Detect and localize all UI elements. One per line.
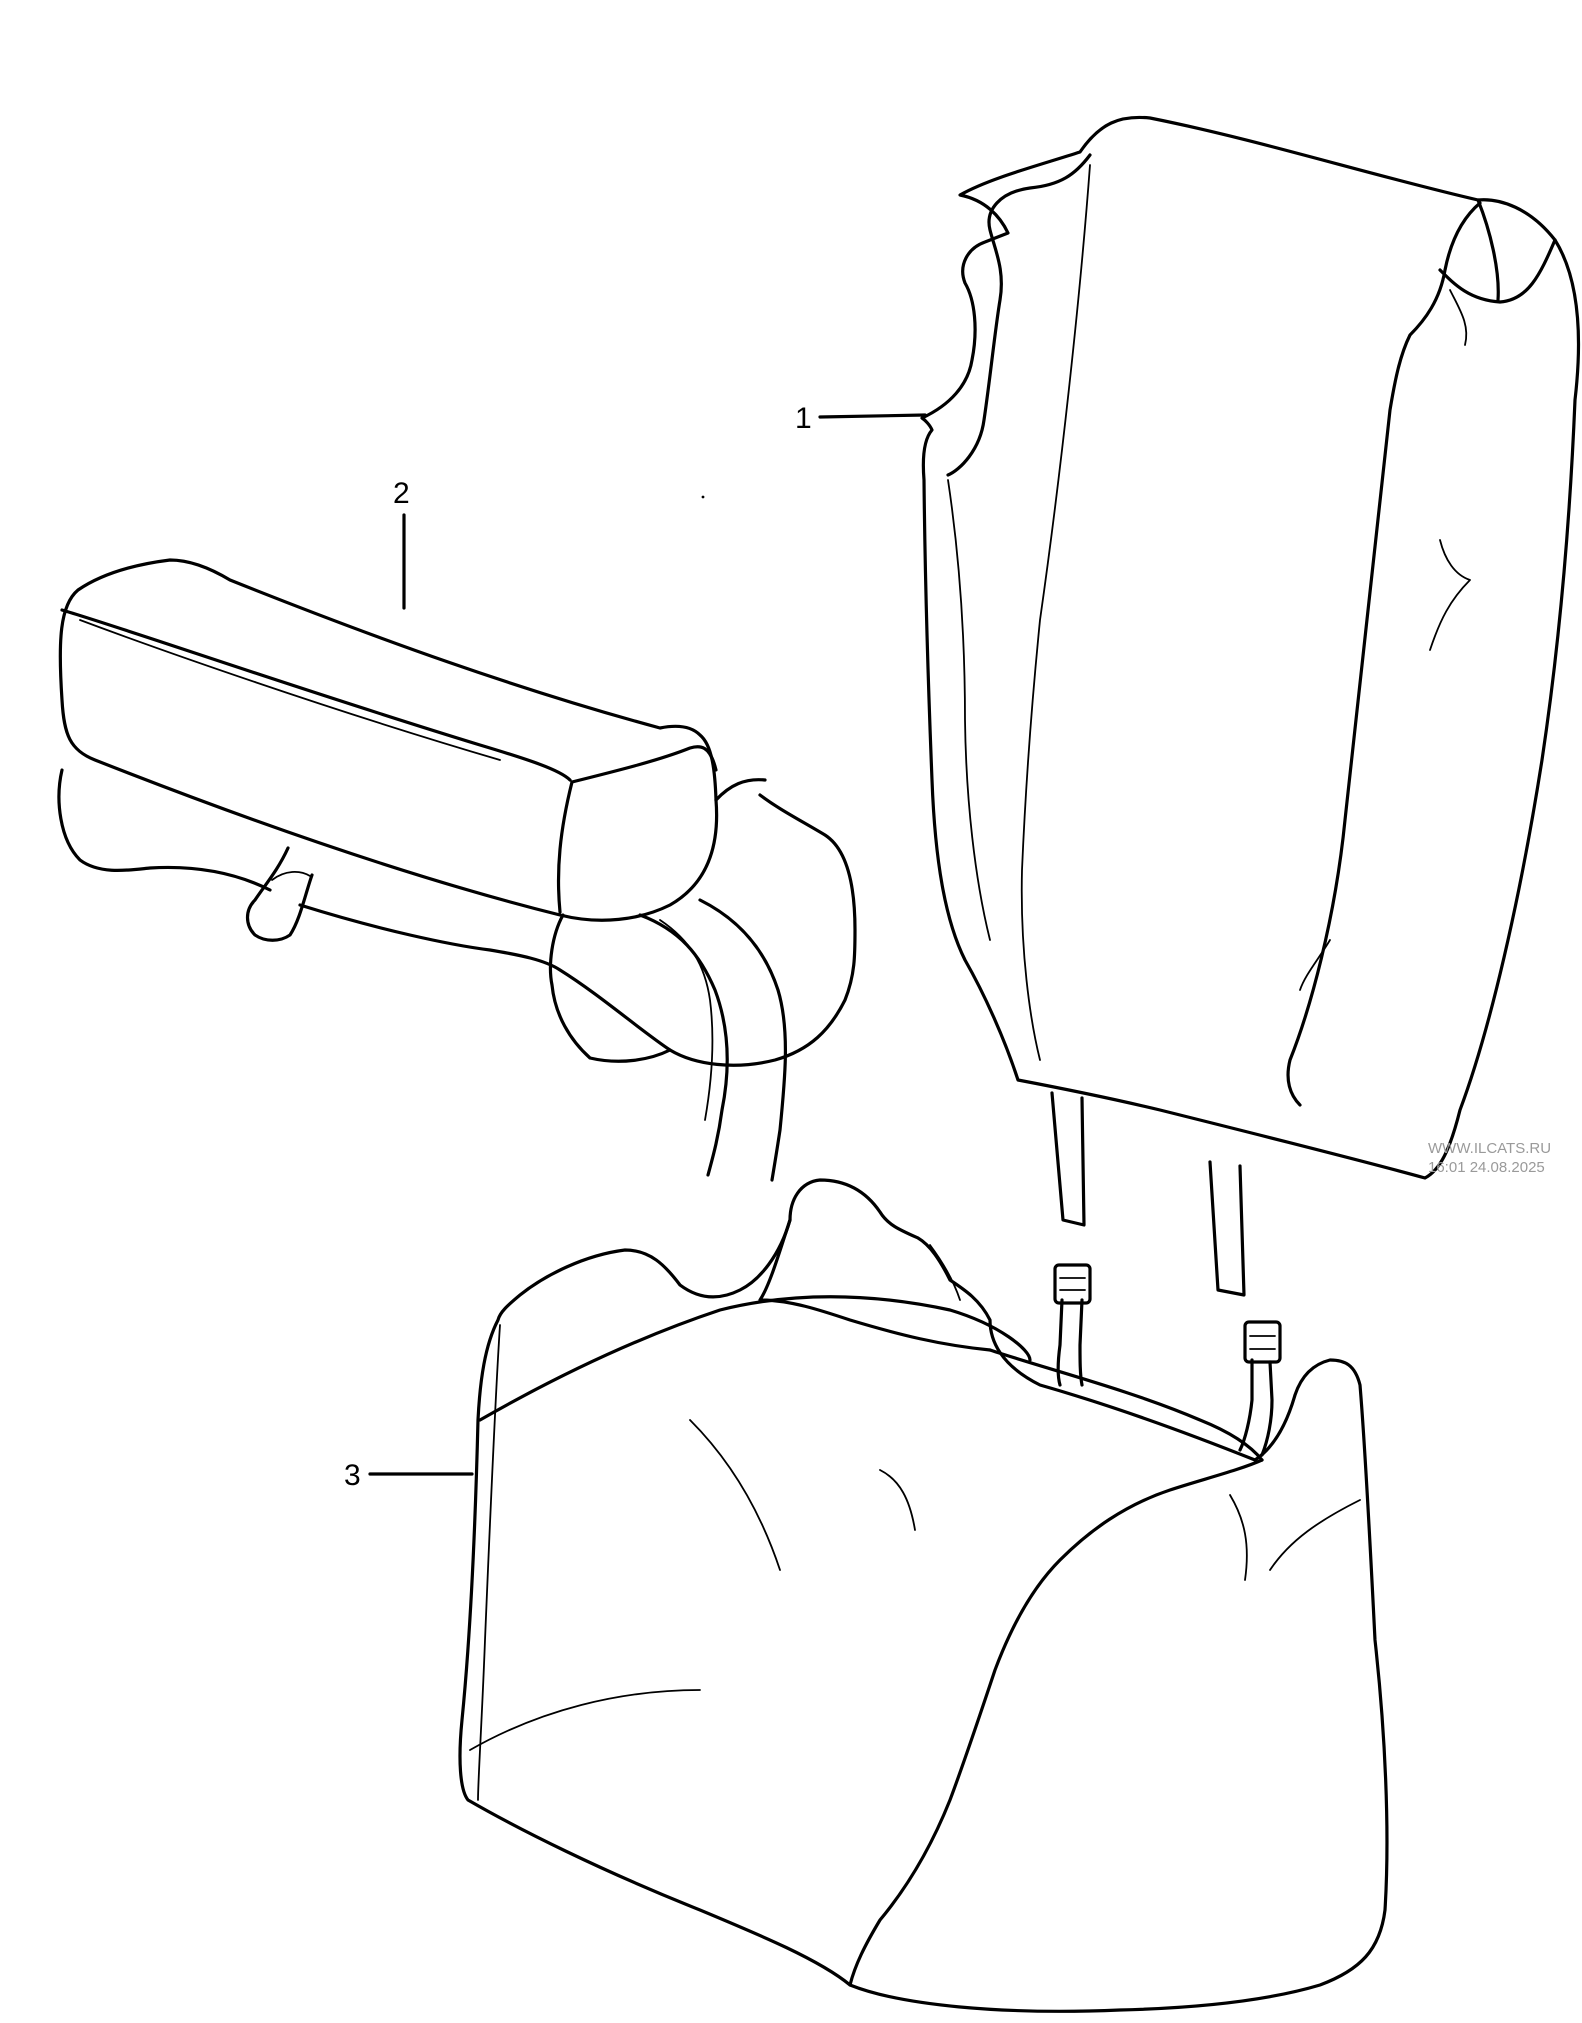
watermark: WWW.ILCATS.RU 16:01 24.08.2025 [1428,1140,1551,1176]
callout-2-label: 2 [393,477,410,510]
callout-3-label: 3 [344,1459,361,1492]
watermark-site: WWW.ILCATS.RU [1428,1140,1551,1157]
backrest-cover [920,115,1581,1297]
watermark-timestamp: 16:01 24.08.2025 [1428,1159,1545,1176]
callout-1: 1 [795,402,927,435]
seat-cushion-cover [458,1178,1389,2013]
callout-2: 2 [393,477,410,610]
armrest-bolster [57,558,857,1182]
callout-1-label: 1 [795,402,812,435]
callout-3: 3 [344,1459,474,1492]
